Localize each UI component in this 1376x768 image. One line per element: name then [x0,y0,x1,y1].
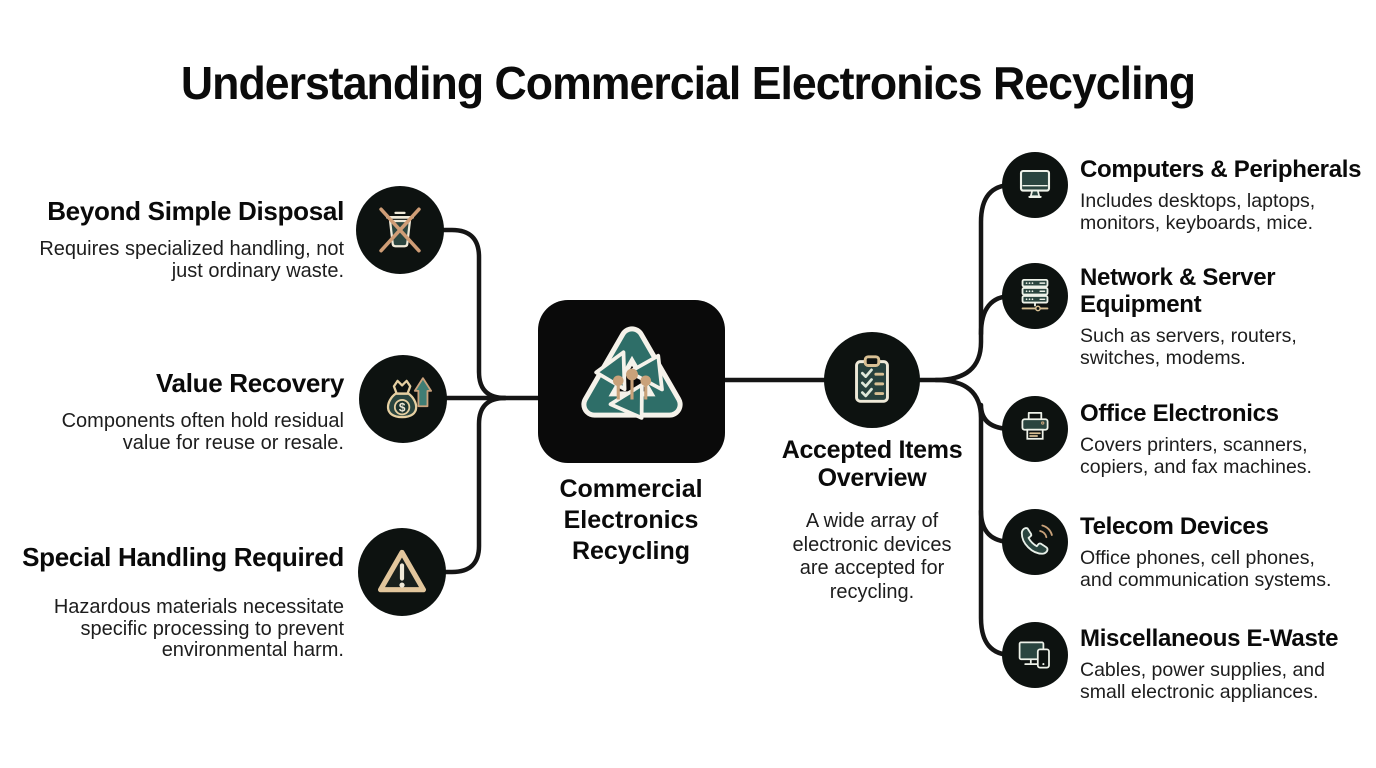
item-title: Computers & Peripherals [1080,156,1362,183]
item-title: Network & Server Equipment [1080,264,1276,318]
monitor-icon [1019,169,1051,198]
left-item-special-handling: Special Handling Required Hazardous mate… [4,542,344,662]
phone-icon [1020,524,1053,555]
network-node [1002,263,1068,329]
item-title: Value Recovery [155,368,344,398]
item-description: Requires specialized handling, not just … [39,238,344,282]
right-item-misc: Miscellaneous E-Waste Cables, power supp… [1080,625,1365,703]
left-item-value-recovery: Value Recovery Components often hold res… [4,368,345,454]
item-description: Cables, power supplies, and small electr… [1080,659,1325,703]
item-title: Accepted Items Overview [781,436,963,492]
right-item-office: Office Electronics Covers printers, scan… [1080,400,1365,478]
office-electronics-node [1002,396,1068,462]
hub-text: Accepted Items Overview A wide array of … [757,436,987,604]
money-bag-arrow-icon: $ [386,377,432,419]
printer-icon [1021,412,1049,440]
special-handling-node [358,528,446,616]
item-description: Such as servers, routers, switches, mode… [1080,325,1297,369]
item-description: Includes desktops, laptops, monitors, ke… [1080,190,1316,234]
connector-left-bottom [443,395,508,575]
item-title: Telecom Devices [1080,513,1269,540]
item-description: Covers printers, scanners, copiers, and … [1080,434,1312,478]
no-trash-node [356,186,444,274]
accepted-items-node [824,332,920,428]
item-title: Special Handling Required [22,542,344,572]
item-title: Beyond Simple Disposal [47,196,344,226]
warning-triangle-icon [377,549,427,593]
central-node-label: Commercial Electronics Recycling [559,475,703,565]
left-item-beyond-simple-disposal: Beyond Simple Disposal Requires speciali… [4,196,344,282]
misc-ewaste-node [1002,622,1068,688]
connector-hub-branch-down [933,377,1015,658]
value-recovery-node: $ [359,355,447,443]
recycle-circuit-icon [580,325,683,420]
right-item-computers: Computers & Peripherals Includes desktop… [1080,156,1365,234]
devices-icon [1018,641,1050,669]
item-description: Components often hold residual value for… [61,410,344,454]
no-trash-icon [379,207,421,253]
item-title: Office Electronics [1080,400,1279,427]
computers-node [1002,152,1068,218]
item-description: A wide array of electronic devices are a… [792,510,952,603]
right-item-telecom: Telecom Devices Office phones, cell phon… [1080,513,1365,591]
checklist-clipboard-icon [855,355,889,403]
connector-left-top [441,227,508,401]
central-node [538,300,725,463]
telecom-node [1002,509,1068,575]
connector-hub-branch-up [917,182,1015,383]
svg-text:$: $ [399,402,406,415]
item-title: Miscellaneous E-Waste [1080,625,1339,652]
right-item-network: Network & Server Equipment Such as serve… [1080,264,1365,369]
server-icon [1021,278,1049,312]
item-description: Hazardous materials necessitate specific… [53,596,344,661]
page-title: Understanding Commercial Electronics Rec… [180,57,1196,109]
item-description: Office phones, cell phones, and communic… [1080,547,1332,591]
